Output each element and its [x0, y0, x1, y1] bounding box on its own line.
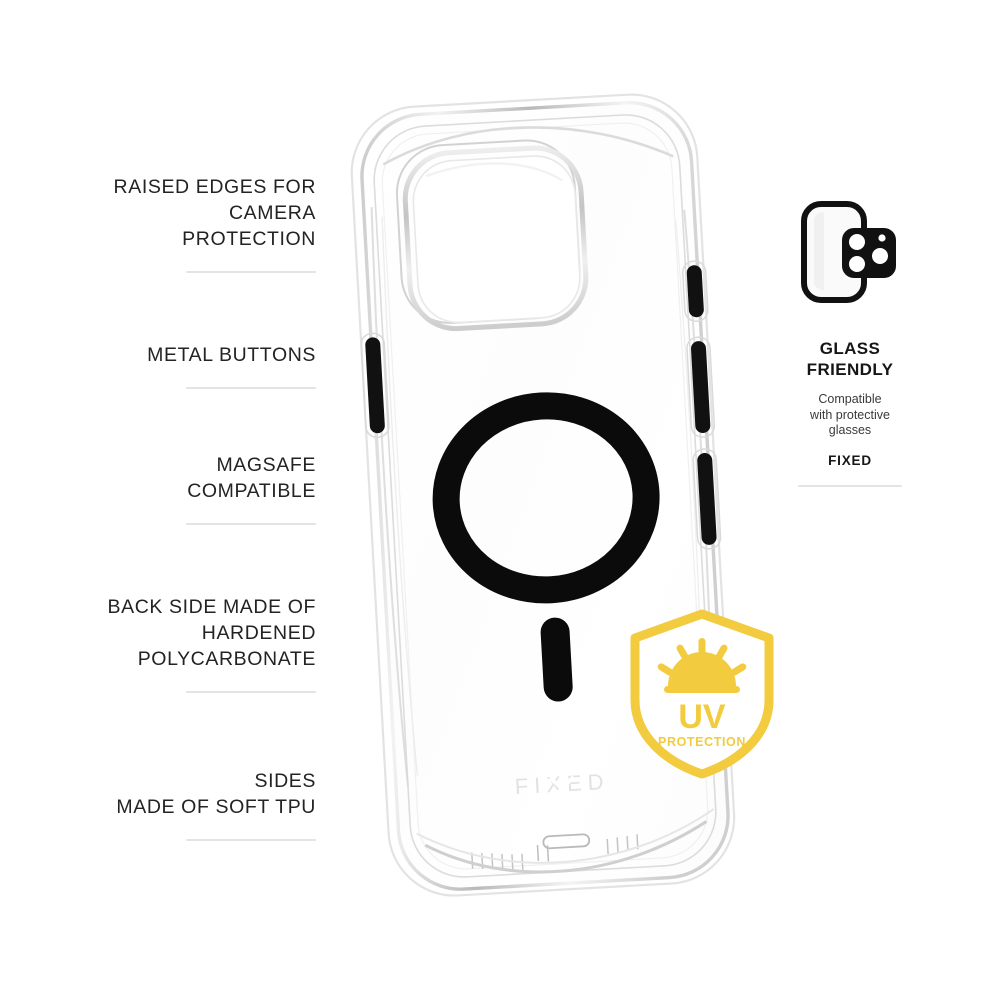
- glass-friendly-subtitle: Compatible with protective glasses: [810, 392, 890, 437]
- brand-x-overlay: [548, 775, 577, 802]
- case-outer-edge: [350, 93, 736, 897]
- charging-port-cutout: [536, 833, 591, 862]
- magsafe-ring: [432, 392, 660, 702]
- camera-flash: [878, 234, 886, 242]
- feature-divider: [186, 839, 316, 841]
- case-left-sheen-2: [381, 216, 419, 776]
- feature-divider: [186, 387, 316, 389]
- magsafe-alignment-bar: [540, 617, 573, 702]
- feature-label: MAGSAFE COMPATIBLE: [187, 454, 316, 502]
- glass-friendly-title: GLASS FRIENDLY: [806, 339, 894, 379]
- action-button: [681, 260, 709, 322]
- info-panel-divider: [798, 484, 902, 487]
- camera-module: [842, 228, 896, 278]
- feature-raised-edges: RAISED EDGES FOR CAMERA PROTECTION: [60, 174, 316, 273]
- feature-divider: [186, 523, 316, 525]
- feature-label: METAL BUTTONS: [147, 344, 316, 366]
- volume-up-button: [686, 336, 716, 438]
- brand-label: FIXED: [828, 452, 872, 468]
- phone-with-camera-module-icon: [801, 201, 896, 303]
- glass-friendly-panel: GLASS FRIENDLY Compatible with protectiv…: [772, 196, 928, 487]
- shield-outline: [630, 609, 774, 779]
- power-button: [360, 332, 390, 439]
- feature-label: RAISED EDGES FOR CAMERA PROTECTION: [113, 176, 316, 250]
- phone-screen-sheen: [814, 212, 824, 290]
- feature-label: BACK SIDE MADE OF HARDENED POLYCARBONATE: [107, 596, 316, 670]
- feature-magsafe: MAGSAFE COMPATIBLE: [60, 452, 316, 525]
- raised-camera-cutout: [395, 139, 589, 332]
- glass-friendly-icon-wrap: [772, 196, 928, 308]
- sun-icon: [657, 638, 747, 693]
- camera-lens-2: [849, 256, 865, 272]
- uv-title: UV: [678, 698, 726, 736]
- feature-divider: [186, 691, 316, 693]
- camera-lens-3: [872, 248, 888, 264]
- phone-case-illustration: FIXED: [350, 93, 736, 897]
- case-brand-emboss: FIXED: [514, 769, 610, 799]
- feature-label: SIDES MADE OF SOFT TPU: [116, 770, 316, 818]
- feature-back-side: BACK SIDE MADE OF HARDENED POLYCARBONATE: [60, 594, 316, 693]
- case-left-sheen: [370, 207, 409, 787]
- case-bottom-edge: [424, 820, 708, 874]
- case-bottom-edge-2: [416, 808, 715, 864]
- uv-subtitle: PROTECTION: [658, 735, 746, 749]
- feature-metal-buttons: METAL BUTTONS: [60, 342, 316, 389]
- feature-divider: [186, 271, 316, 273]
- product-image: FIXED: [348, 78, 740, 914]
- feature-sides-tpu: SIDES MADE OF SOFT TPU: [60, 768, 316, 841]
- camera-lens-1: [849, 234, 865, 250]
- uv-protection-badge: UV PROTECTION: [626, 608, 778, 780]
- volume-down-button: [692, 448, 722, 550]
- uv-badge-svg: UV PROTECTION: [630, 609, 774, 779]
- case-top-edge: [382, 126, 674, 166]
